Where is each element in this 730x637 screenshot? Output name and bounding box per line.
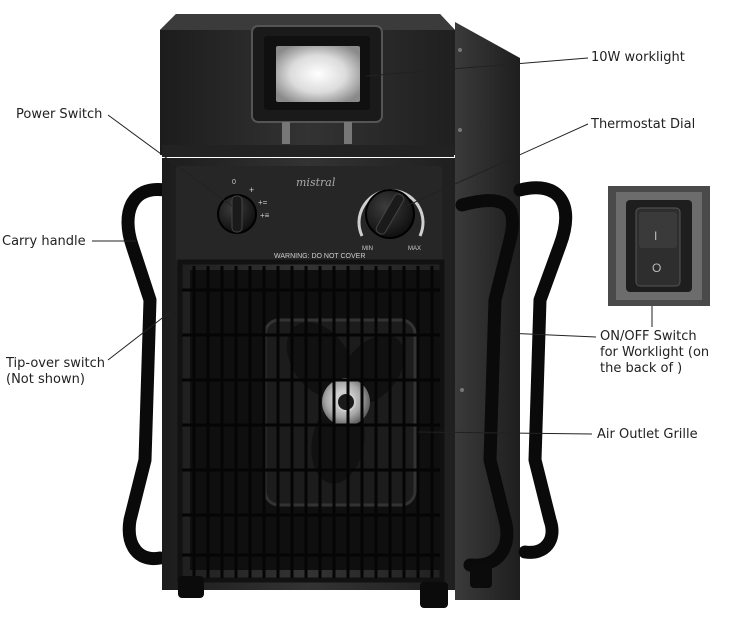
carry-handle-left [121,183,172,566]
leader-onoff-body [505,332,597,338]
warning-text: WARNING: DO NOT COVER [274,253,365,260]
thermostat-dial-label: Thermostat Dial [591,117,696,132]
power-switch-knob[interactable] [217,194,257,234]
air-outlet-grille [177,259,445,583]
dial-min-label: MIN [362,246,373,252]
carry-handle-right [455,181,573,572]
worklight [251,25,383,144]
carry-handle-label: Carry handle [2,234,86,249]
thermostat-dial[interactable] [357,188,425,239]
leader-worklight [365,57,589,77]
switch-mark-1: + [249,185,254,195]
side-panel [455,22,520,600]
onoff-switch-inset [608,186,710,306]
leader-lines [92,57,653,435]
tipover-switch-label-line-2: (Not shown) [6,372,85,387]
onoff-switch-label-line-3: the back of ) [600,361,683,376]
onoff-switch-label-line-1: ON/OFF Switch [600,329,697,344]
feet [178,566,492,608]
leader-power-switch [107,114,233,207]
leader-grille [417,431,593,435]
switch-mark-3: +≡ [260,211,270,220]
power-switch-label: Power Switch [16,107,103,122]
switch-mark-2: += [258,198,268,207]
dial-max-label: MAX [408,246,421,252]
rocker-mark-off: O [652,261,661,275]
brand-logo: mistral [296,176,336,189]
switch-mark-0: 0 [232,179,236,186]
tipover-switch-label: Tip-over switch (Not shown) [6,356,105,388]
leader-tipover [107,311,171,361]
rocker-mark-on: I [654,229,657,243]
leader-thermostat [401,123,589,209]
tipover-switch-label-line-1: Tip-over switch [6,356,105,371]
onoff-switch-label: ON/OFF Switch for Worklight (on the back… [600,329,709,377]
onoff-switch-label-line-2: for Worklight (on [600,345,710,360]
worklight-label: 10W worklight [591,50,685,65]
air-outlet-grille-label: Air Outlet Grille [597,427,698,442]
